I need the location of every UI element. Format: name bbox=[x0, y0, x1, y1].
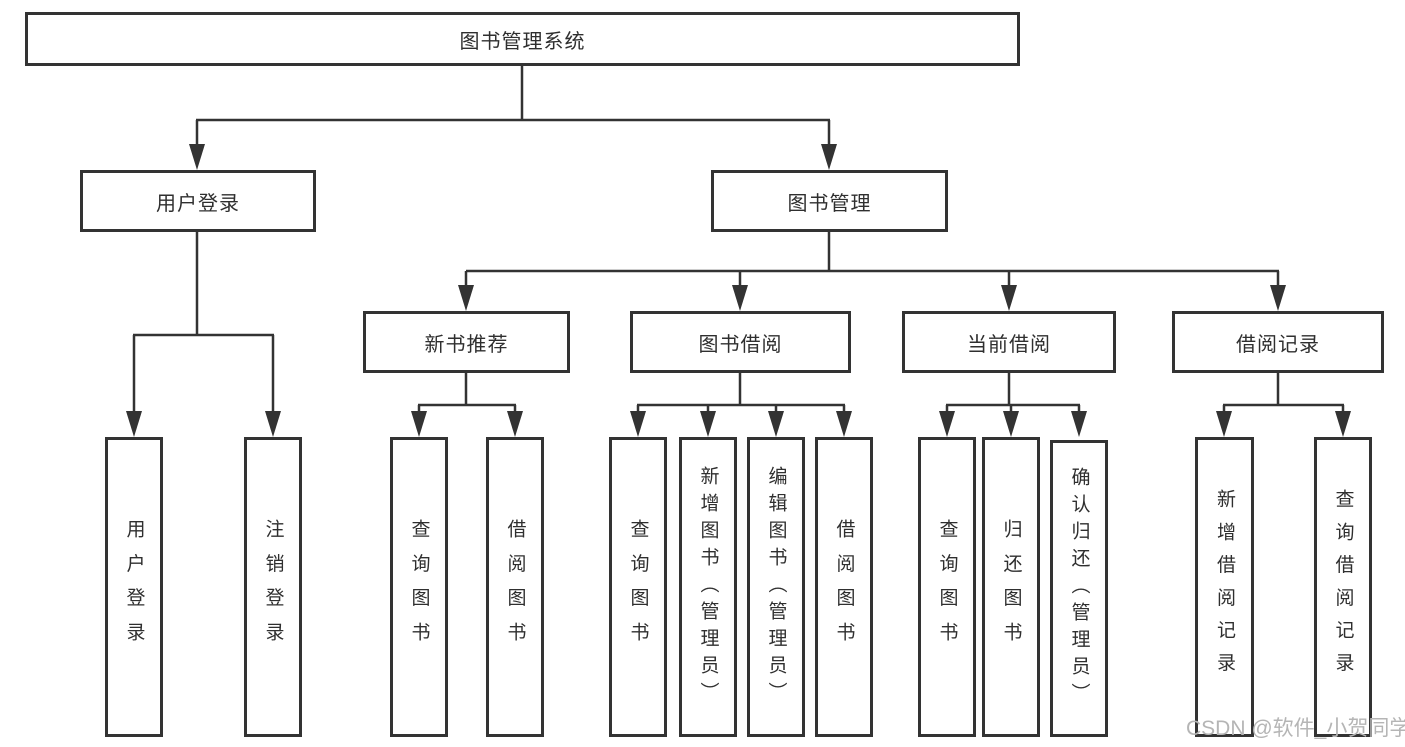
leaf-add-book-admin: 新增图书（管理员） bbox=[679, 437, 737, 737]
leaf-add-borrow-record: 新增借阅记录 bbox=[1195, 437, 1254, 737]
node-current-borrow: 当前借阅 bbox=[902, 311, 1116, 373]
node-root: 图书管理系统 bbox=[25, 12, 1020, 66]
node-book-management: 图书管理 bbox=[711, 170, 948, 232]
leaf-current-query-book: 查询图书 bbox=[918, 437, 976, 737]
leaf-borrow-book: 借阅图书 bbox=[815, 437, 873, 737]
leaf-recommend-query-book: 查询图书 bbox=[390, 437, 448, 737]
leaf-edit-book-admin: 编辑图书（管理员） bbox=[747, 437, 805, 737]
leaf-recommend-borrow-book: 借阅图书 bbox=[486, 437, 544, 737]
node-user-login: 用户登录 bbox=[80, 170, 316, 232]
leaf-borrow-query-book: 查询图书 bbox=[609, 437, 667, 737]
node-book-borrow: 图书借阅 bbox=[630, 311, 851, 373]
node-borrow-records: 借阅记录 bbox=[1172, 311, 1384, 373]
leaf-query-borrow-record: 查询借阅记录 bbox=[1314, 437, 1372, 737]
leaf-return-book: 归还图书 bbox=[982, 437, 1040, 737]
leaf-user-login: 用户登录 bbox=[105, 437, 163, 737]
leaf-logout: 注销登录 bbox=[244, 437, 302, 737]
node-new-book-recommend: 新书推荐 bbox=[363, 311, 570, 373]
leaf-confirm-return-admin: 确认归还（管理员） bbox=[1050, 440, 1108, 737]
